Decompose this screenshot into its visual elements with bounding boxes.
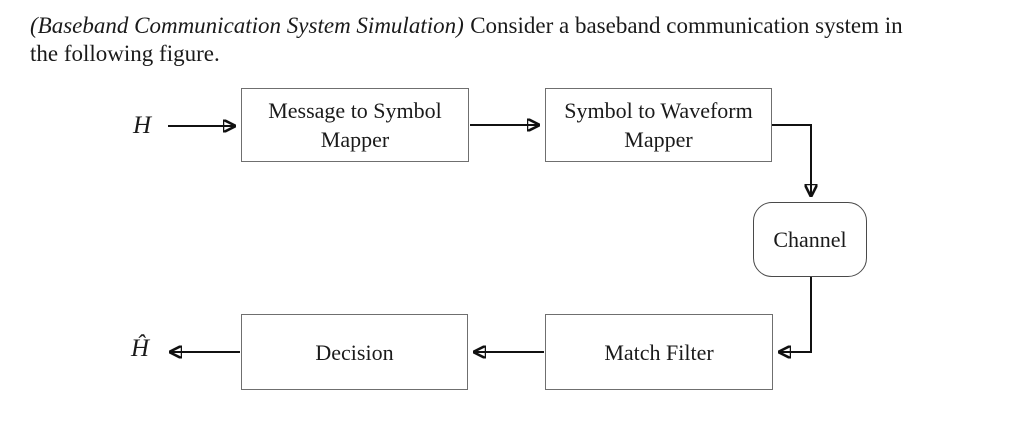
node-label: Channel: [773, 227, 847, 252]
node-label-line1: Symbol to Waveform: [564, 98, 753, 123]
output-signal-label: Ĥ: [131, 335, 150, 362]
problem-text-line2: the following figure.: [30, 41, 220, 66]
node-symbol-to-waveform-mapper: Symbol to Waveform Mapper: [545, 88, 772, 162]
node-label-line2: Mapper: [624, 127, 693, 152]
node-label: Match Filter: [604, 339, 714, 365]
node-label-line1: Message to Symbol: [268, 98, 442, 123]
problem-title-italic: (Baseband Communication System Simulatio…: [30, 13, 464, 38]
problem-statement: (Baseband Communication System Simulatio…: [30, 12, 1005, 68]
node-label-line2: Mapper: [320, 127, 390, 152]
node-match-filter: Match Filter: [545, 314, 773, 390]
node-channel: Channel: [753, 202, 867, 277]
arrow-channel-to-match-filter: [780, 277, 812, 352]
node-message-to-symbol-mapper: Message to Symbol Mapper: [241, 88, 469, 162]
arrow-waveform-mapper-to-channel: [772, 124, 811, 195]
problem-text-line1: Consider a baseband communication system…: [470, 13, 903, 38]
input-signal-label: H: [133, 112, 152, 139]
node-label: Decision: [315, 339, 394, 365]
node-decision: Decision: [241, 314, 468, 390]
